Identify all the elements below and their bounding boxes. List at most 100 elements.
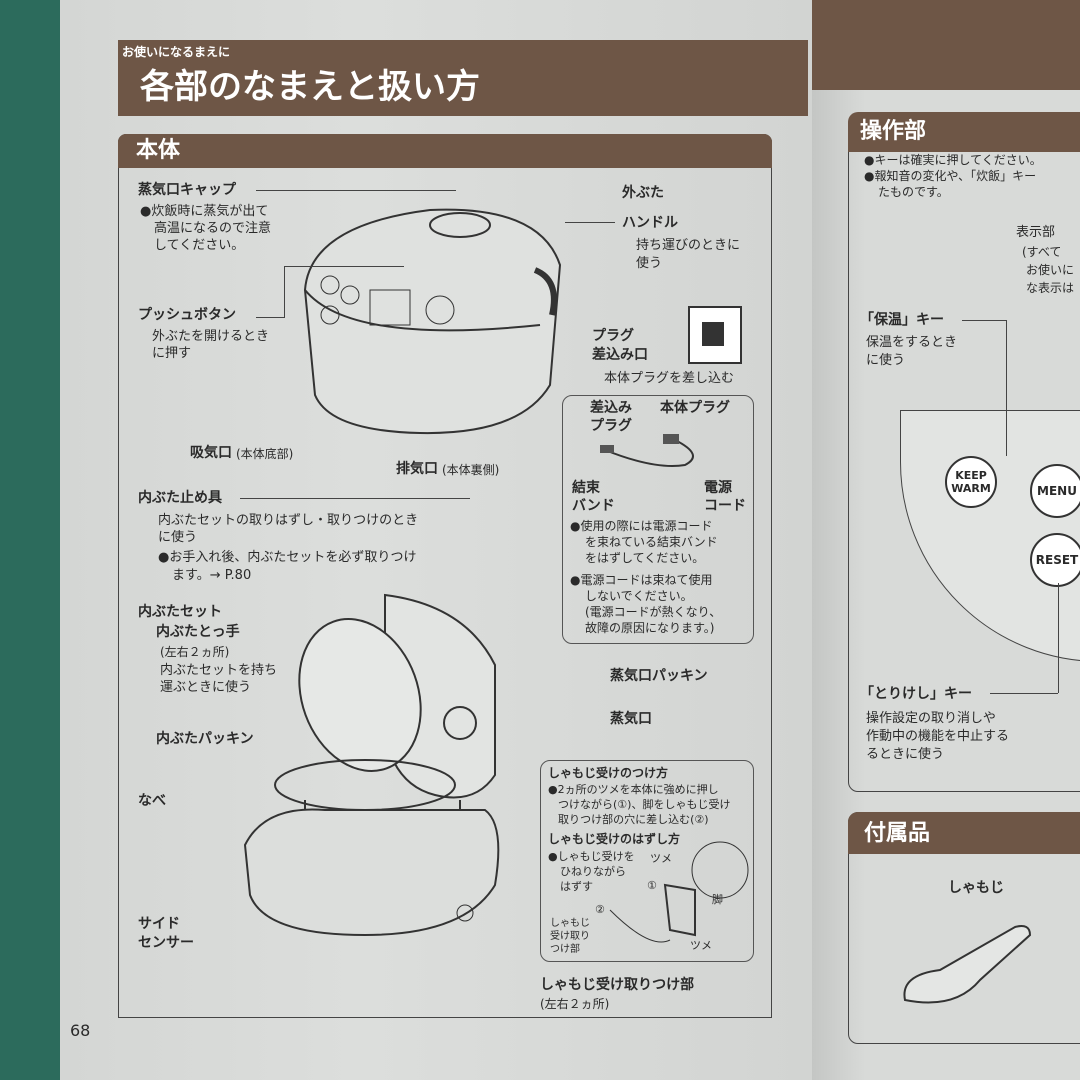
section-bar	[118, 134, 772, 168]
step-1: ①	[647, 879, 657, 892]
leader-line	[256, 190, 456, 191]
note: ひねりながら	[560, 865, 626, 878]
label-exhaust: 排気口	[396, 461, 438, 477]
note: (電源コードが熱くなり、	[585, 605, 722, 619]
note: してください。	[154, 238, 245, 253]
step-2: ②	[595, 903, 605, 916]
label-band: 結束	[572, 480, 600, 496]
spatula-remove-title: しゃもじ受けのはずし方	[548, 832, 681, 846]
label-steam-cap: 蒸気口キャップ	[138, 182, 236, 198]
note: 高温になるので注意	[154, 221, 272, 236]
note: ます。→ P.80	[172, 568, 252, 583]
note: 外ぶたを開けるとき	[152, 329, 270, 344]
note: に使う	[866, 353, 906, 368]
label-side-sensor: サイド	[138, 916, 180, 932]
note: ●お手入れ後、内ぶたセットを必ず取りつけ	[158, 550, 417, 565]
note: たものです。	[878, 185, 949, 199]
leader-line	[256, 317, 284, 318]
label-claw: ツメ	[650, 852, 672, 865]
note: つけながら(①)、脚をしゃもじ受け	[558, 798, 731, 811]
note: 内ぶたセットを持ち	[160, 663, 278, 678]
label-body-plug: 本体プラグ	[660, 400, 730, 416]
label-plug-socket: 差込み口	[592, 347, 648, 363]
spatula-holder-illustration	[609, 841, 749, 943]
label-mount: つけ部	[550, 944, 580, 955]
note: (本体裏側)	[442, 463, 500, 477]
note: 運ぶときに使う	[160, 680, 252, 695]
power-cord-icon	[600, 434, 694, 467]
reset-button[interactable]: RESET	[1030, 533, 1080, 587]
label-display: 表示部	[1016, 225, 1056, 240]
accessories-title: 付属品	[864, 821, 931, 846]
spatula-attach-title: しゃもじ受けのつけ方	[548, 766, 669, 780]
cord-box	[562, 395, 754, 644]
note: に使う	[158, 530, 198, 545]
label-push-button: プッシュボタン	[138, 307, 236, 323]
section-title: 本体	[136, 138, 181, 163]
label-inner-lid-knob: 内ぶたとっ手	[156, 624, 240, 640]
note: 取りつけ部の穴に差し込む(②)	[558, 813, 709, 826]
page-title: 各部のなまえと扱い方	[140, 67, 480, 107]
note: 操作設定の取り消しや	[866, 711, 996, 726]
menu-button[interactable]: MENU	[1030, 464, 1080, 518]
label-plug: 差込み	[590, 400, 632, 416]
spatula-box	[540, 760, 754, 962]
label-plug: プラグ	[590, 418, 632, 434]
label-plug-socket: プラグ	[592, 328, 634, 344]
note: ●報知音の変化や、「炊飯」キー	[864, 169, 1037, 183]
right-top-bar	[812, 0, 1080, 90]
note: をはずしてください。	[585, 551, 705, 565]
label-cord: 電源	[704, 480, 732, 496]
note: (本体底部)	[236, 447, 294, 461]
note: に押す	[152, 346, 192, 361]
note: を束ねている結束バンド	[585, 535, 718, 549]
label-mount: しゃもじ	[550, 918, 590, 929]
label-mount: 受け取り	[550, 931, 590, 942]
accessories-bar	[848, 812, 1080, 854]
note: ●電源コードは束ねて使用	[570, 573, 713, 587]
note: 使う	[636, 256, 663, 271]
note: 内ぶたセットの取りはずし・取りつけのとき	[158, 513, 419, 528]
label-band: バンド	[572, 498, 615, 514]
rice-cooker-illustration	[303, 208, 562, 435]
note: ●キーは確実に押してください。	[864, 153, 1042, 167]
leader-line	[240, 498, 470, 499]
label-air-intake: 吸気口	[190, 445, 232, 461]
note: ●使用の際には電源コード	[570, 519, 713, 533]
label-inner-lid-packing: 内ぶたパッキン	[156, 731, 254, 747]
note: 保温をするとき	[866, 335, 958, 350]
note: (左右２ヵ所)	[160, 645, 230, 659]
note: 作動中の機能を中止する	[866, 729, 1010, 744]
right-section-bar	[848, 112, 1080, 152]
note: (左右２ヵ所)	[540, 997, 610, 1011]
title-bar	[118, 40, 808, 116]
btn-text: WARM	[951, 482, 991, 495]
page-number: 68	[70, 1021, 91, 1040]
plug-socket-icon	[688, 306, 742, 364]
kicker: お使いになるまえに	[122, 45, 231, 59]
label-side-sensor: センサー	[138, 935, 194, 951]
leader-line	[990, 693, 1058, 694]
label-cancel-key: 「とりけし」キー	[860, 686, 972, 702]
leader-line	[1006, 320, 1007, 456]
label-keep-warm-key: 「保温」キー	[860, 312, 944, 328]
label-spatula: しゃもじ	[948, 880, 1004, 896]
label-leg: 脚	[712, 893, 723, 906]
note: はずす	[560, 880, 593, 893]
right-section-title: 操作部	[860, 119, 927, 144]
label-pot: なべ	[138, 793, 166, 809]
label-cord: コード	[704, 498, 746, 514]
label-claw: ツメ	[690, 939, 712, 952]
leader-line	[284, 266, 404, 267]
label-steam-vent: 蒸気口	[610, 711, 652, 727]
note: 本体プラグを差し込む	[604, 371, 735, 386]
note: しないでください。	[585, 589, 693, 603]
note: ●2ヵ所のツメを本体に強めに押し	[548, 783, 719, 796]
label-inner-lid-stopper: 内ぶた止め具	[138, 490, 222, 506]
leader-line	[962, 320, 1007, 321]
note: (すべて	[1022, 245, 1062, 259]
leader-line	[284, 266, 285, 318]
note: るときに使う	[866, 747, 945, 762]
note: な表示は	[1026, 281, 1075, 295]
